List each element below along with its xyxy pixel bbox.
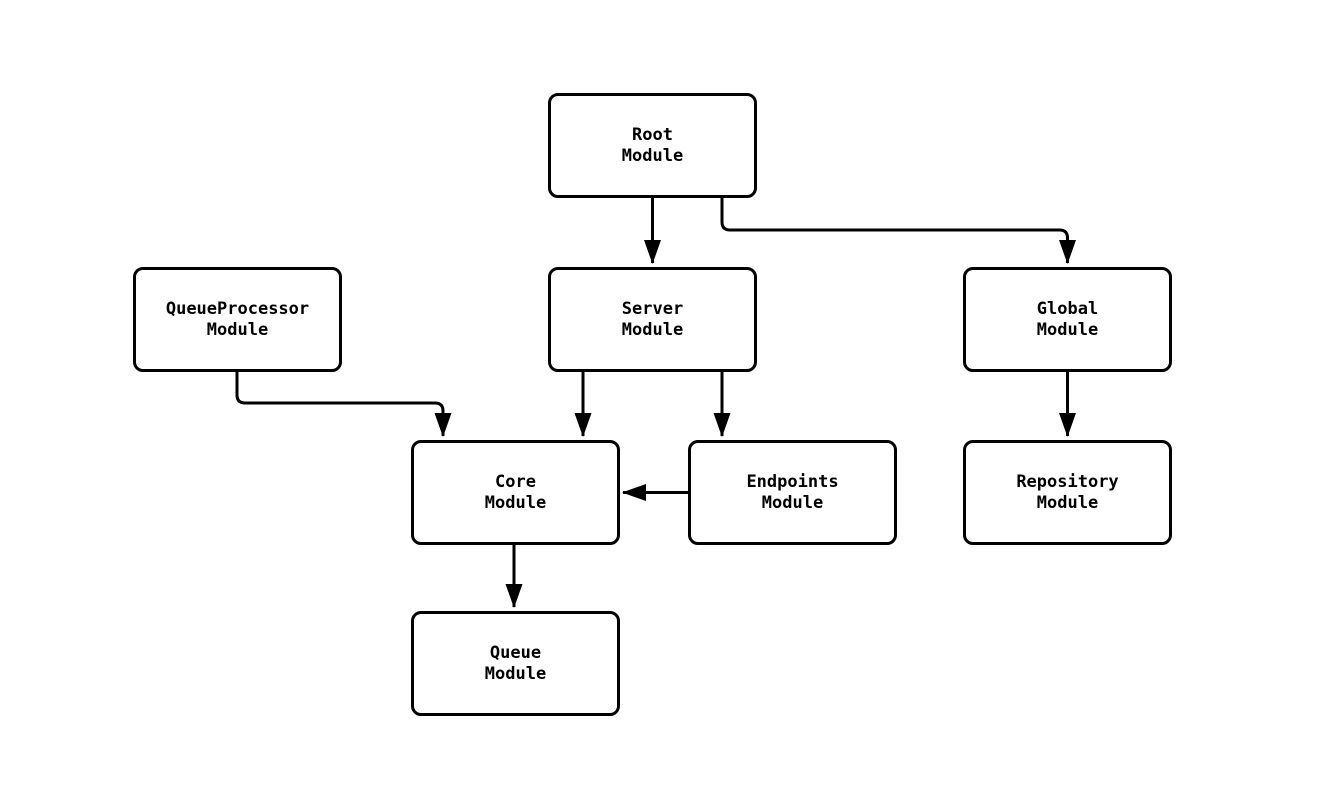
edge-queueprocessor-to-core — [235, 372, 452, 437]
node-label-line: Queue — [489, 642, 542, 663]
edge-root-to-global — [720, 198, 1076, 264]
node-label-line: Global — [1036, 298, 1099, 319]
node-queueprocessor-module: QueueProcessor Module — [133, 267, 342, 372]
node-label-line: Module — [1036, 492, 1099, 513]
node-global-module: Global Module — [963, 267, 1172, 372]
node-root-module: Root Module — [548, 93, 757, 198]
node-label-line: Core — [495, 471, 536, 492]
node-repository-module: Repository Module — [963, 440, 1172, 545]
node-label-line: Root — [632, 124, 673, 145]
node-label-line: Module — [761, 492, 824, 513]
node-label-line: Module — [621, 145, 684, 166]
node-core-module: Core Module — [411, 440, 620, 545]
node-server-module: Server Module — [548, 267, 757, 372]
node-label-line: Module — [484, 492, 547, 513]
node-label-line: Module — [206, 319, 269, 340]
node-label-line: QueueProcessor — [165, 298, 310, 319]
node-queue-module: Queue Module — [411, 611, 620, 716]
node-label-line: Repository — [1016, 471, 1119, 492]
node-label-line: Module — [484, 663, 547, 684]
node-label-line: Module — [621, 319, 684, 340]
node-label-line: Endpoints — [746, 471, 839, 492]
node-label-line: Server — [621, 298, 684, 319]
node-label-line: Module — [1036, 319, 1099, 340]
node-endpoints-module: Endpoints Module — [688, 440, 897, 545]
